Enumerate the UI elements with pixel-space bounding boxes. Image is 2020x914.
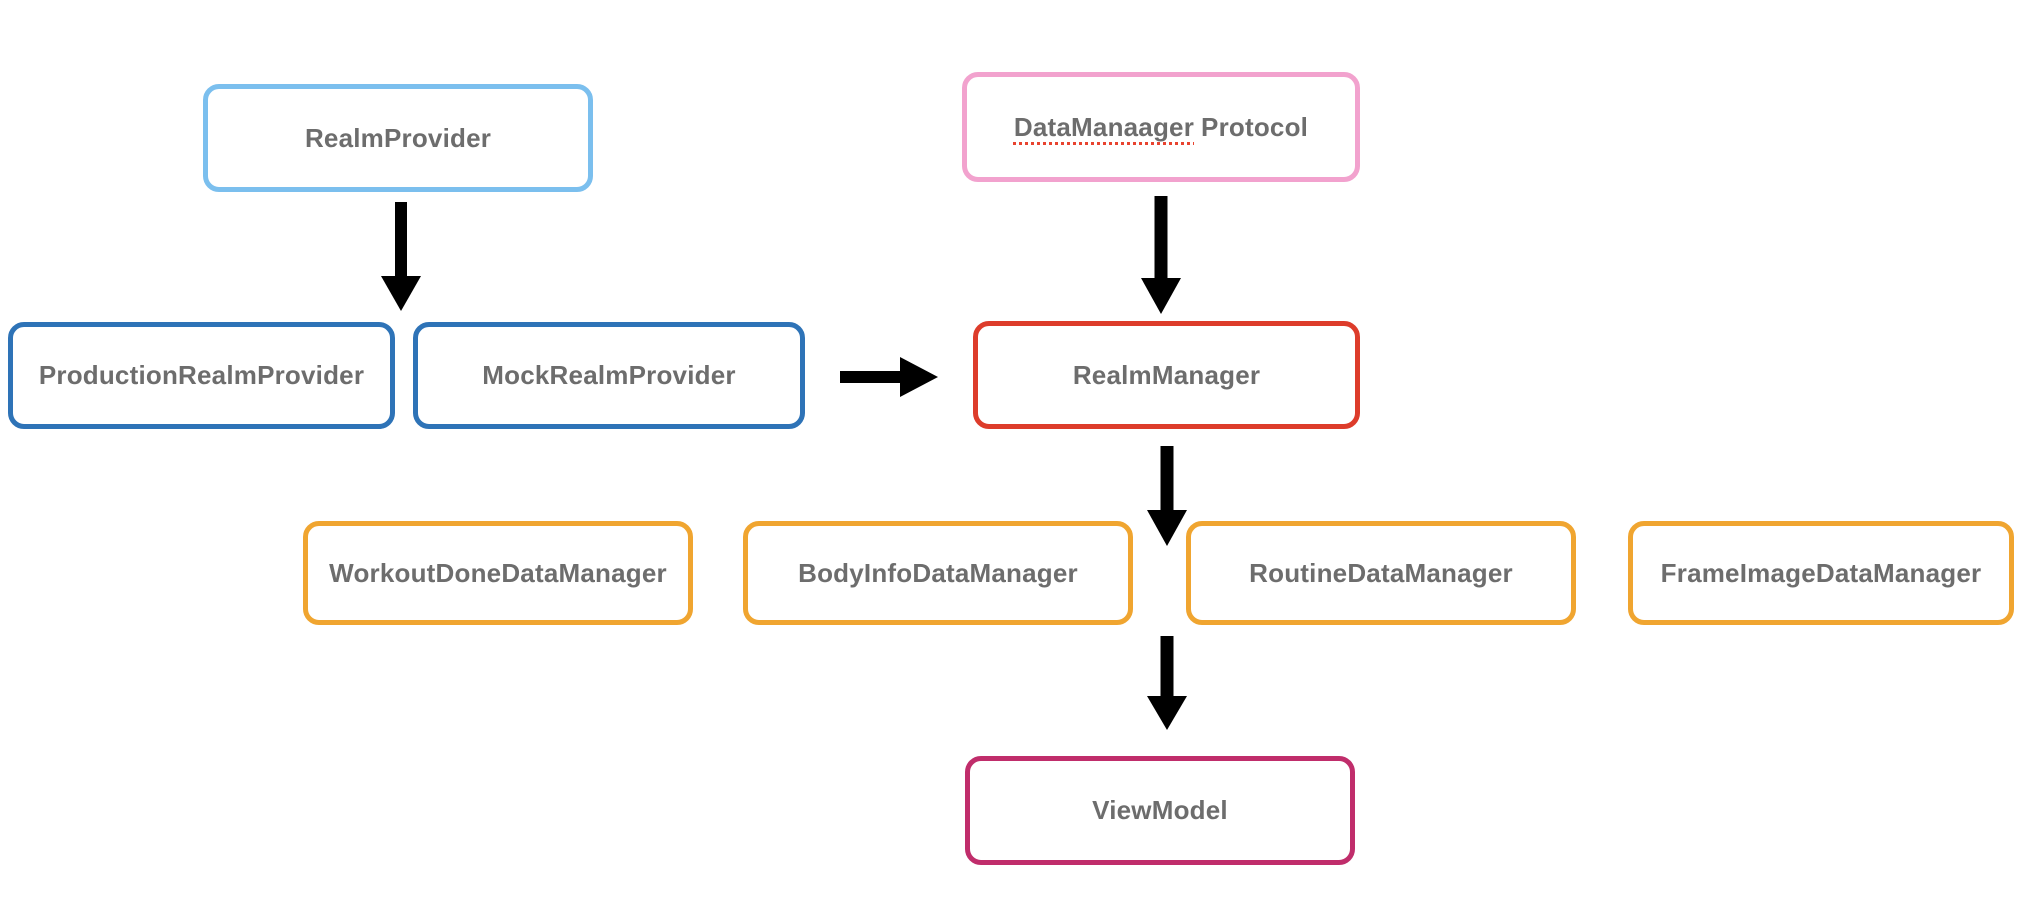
node-label: MockRealmProvider xyxy=(482,360,736,390)
node-body-info-data-manager: BodyInfoDataManager xyxy=(743,521,1133,625)
arrow-realmprovider-to-providers xyxy=(381,202,421,311)
node-label: RoutineDataManager xyxy=(1249,557,1513,588)
node-label: FrameImageDataManager xyxy=(1660,557,1982,588)
misspelled-word: DataManaager xyxy=(1013,111,1195,142)
node-frame-image-data-manager: FrameImageDataManager xyxy=(1628,521,2014,625)
node-routine-data-manager: RoutineDataManager xyxy=(1186,521,1576,625)
node-realm-provider: RealmProvider xyxy=(203,84,593,192)
node-production-realm-provider: ProductionRealmProvider xyxy=(8,322,395,429)
label-rest: Protocol xyxy=(1201,111,1309,142)
node-label: RealmProvider xyxy=(304,122,492,153)
node-mock-realm-provider: MockRealmProvider xyxy=(413,322,805,429)
node-view-model: ViewModel xyxy=(965,756,1355,865)
arrow-mock-to-realmmanager xyxy=(840,357,938,397)
node-label: ProductionRealmProvider xyxy=(38,360,365,390)
node-label: WorkoutDoneDataManager xyxy=(329,557,667,588)
node-workout-done-data-manager: WorkoutDoneDataManager xyxy=(303,521,693,625)
node-label: RealmManager xyxy=(1072,359,1261,390)
arrow-datamanagers-to-viewmodel xyxy=(1147,636,1187,730)
node-realm-manager: RealmManager xyxy=(973,321,1360,429)
arrow-protocol-to-realmmanager xyxy=(1141,196,1181,314)
node-label: ViewModel xyxy=(1092,795,1228,825)
node-label: BodyInfoDataManager xyxy=(798,557,1078,588)
arrow-realmmanager-to-datamanagers xyxy=(1147,446,1187,546)
